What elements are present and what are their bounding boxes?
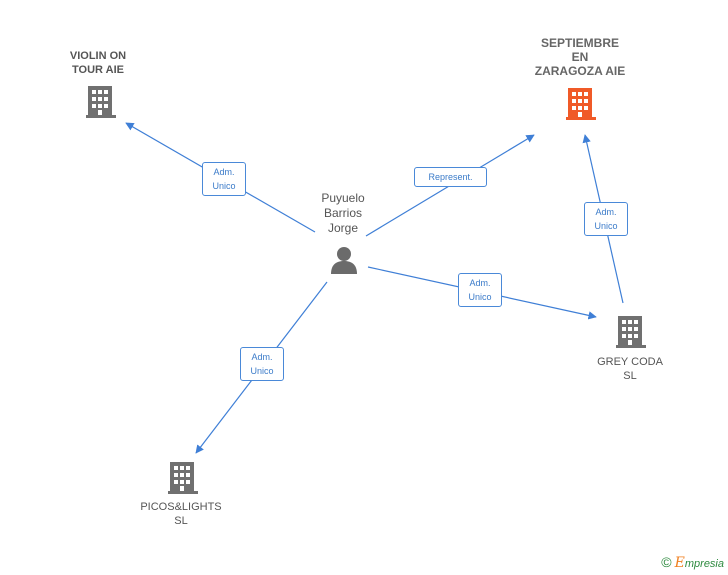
brand-logo-text: mpresia [684,558,724,570]
edge-label-line: Unico [468,292,492,302]
node-label-line: VIOLIN ON [69,50,127,62]
node-label-line: Jorge [327,221,359,235]
edge-label-line: Unico [212,181,236,191]
footer-brand[interactable]: © Empresia [661,554,724,571]
person-icon[interactable] [331,247,357,274]
edge-label-represent[interactable]: Represent. [414,167,487,187]
node-label-line: TOUR AIE [72,64,124,76]
copyright-icon: © [661,554,672,570]
node-label-line: SL [174,515,188,527]
node-label-grey-coda[interactable]: GREY CODA SL [580,355,680,383]
building-icon-highlighted[interactable] [566,88,596,120]
brand-logo-initial: E [674,555,685,571]
building-icon[interactable] [168,462,198,494]
edge-label-line: Adm. [213,167,235,177]
edge-label-line: Unico [594,221,618,231]
edge-label-adm-unico[interactable]: Adm. Unico [584,202,628,236]
node-label-line: ZARAGOZA AIE [534,64,626,78]
edge-label-adm-unico[interactable]: Adm. Unico [458,273,502,307]
edge-label-line: Adm. [469,278,491,288]
node-label-line: Puyuelo [321,191,365,205]
node-label-line: Barrios [323,206,362,220]
node-label-puyuelo-barrios-jorge[interactable]: Puyuelo Barrios Jorge [300,191,386,236]
node-label-line: EN [571,50,589,64]
node-label-septiembre-en-zaragoza[interactable]: SEPTIEMBRE EN ZARAGOZA AIE [520,36,640,78]
node-label-line: SEPTIEMBRE [540,36,619,50]
node-label-line: SL [623,370,637,382]
building-icon[interactable] [86,86,116,118]
edge-label-line: Adm. [251,352,273,362]
edge-label-adm-unico[interactable]: Adm. Unico [202,162,246,196]
node-label-picos-lights[interactable]: PICOS&LIGHTS SL [126,500,236,528]
building-icon[interactable] [616,316,646,348]
edge-label-line: Adm. [595,207,617,217]
edge-label-line: Represent. [428,172,473,182]
node-label-line: PICOS&LIGHTS [140,501,222,513]
edge-label-line: Unico [250,366,274,376]
node-label-violin-on-tour[interactable]: VIOLIN ON TOUR AIE [48,49,148,77]
node-label-line: GREY CODA [597,356,663,368]
edge-label-adm-unico[interactable]: Adm. Unico [240,347,284,381]
